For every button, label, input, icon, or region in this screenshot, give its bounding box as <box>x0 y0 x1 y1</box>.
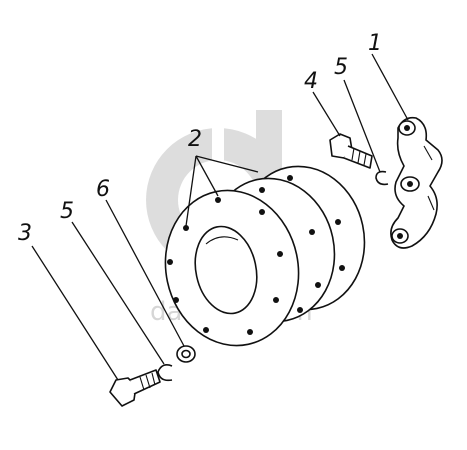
bolt-lower <box>109 369 161 407</box>
callout-4: 4 <box>304 69 318 94</box>
callout-3: 3 <box>18 221 32 246</box>
leader-5b <box>71 221 165 365</box>
bolt-upper <box>329 133 373 169</box>
disc-stack <box>164 165 366 347</box>
leader-lines <box>31 53 409 381</box>
callout-6: 6 <box>96 177 110 202</box>
leader-3 <box>31 245 119 381</box>
callout-5-lower: 5 <box>60 199 74 224</box>
callout-5-upper: 5 <box>334 55 348 80</box>
leader-4 <box>312 91 341 137</box>
leader-5a <box>343 79 381 173</box>
leader-2a <box>185 155 197 227</box>
leader-6 <box>105 199 185 347</box>
spring-washer-lower <box>157 364 173 382</box>
flange-fork <box>390 116 443 249</box>
callout-2: 2 <box>188 127 202 152</box>
disc-front <box>164 189 300 347</box>
spring-washer-upper <box>375 170 389 186</box>
leader-2c <box>195 155 259 173</box>
leader-2b <box>195 155 219 197</box>
flat-washer <box>176 345 196 363</box>
leader-1 <box>371 53 409 121</box>
callouts: 1 2 3 4 5 5 6 <box>18 31 382 246</box>
callout-1: 1 <box>368 31 382 56</box>
